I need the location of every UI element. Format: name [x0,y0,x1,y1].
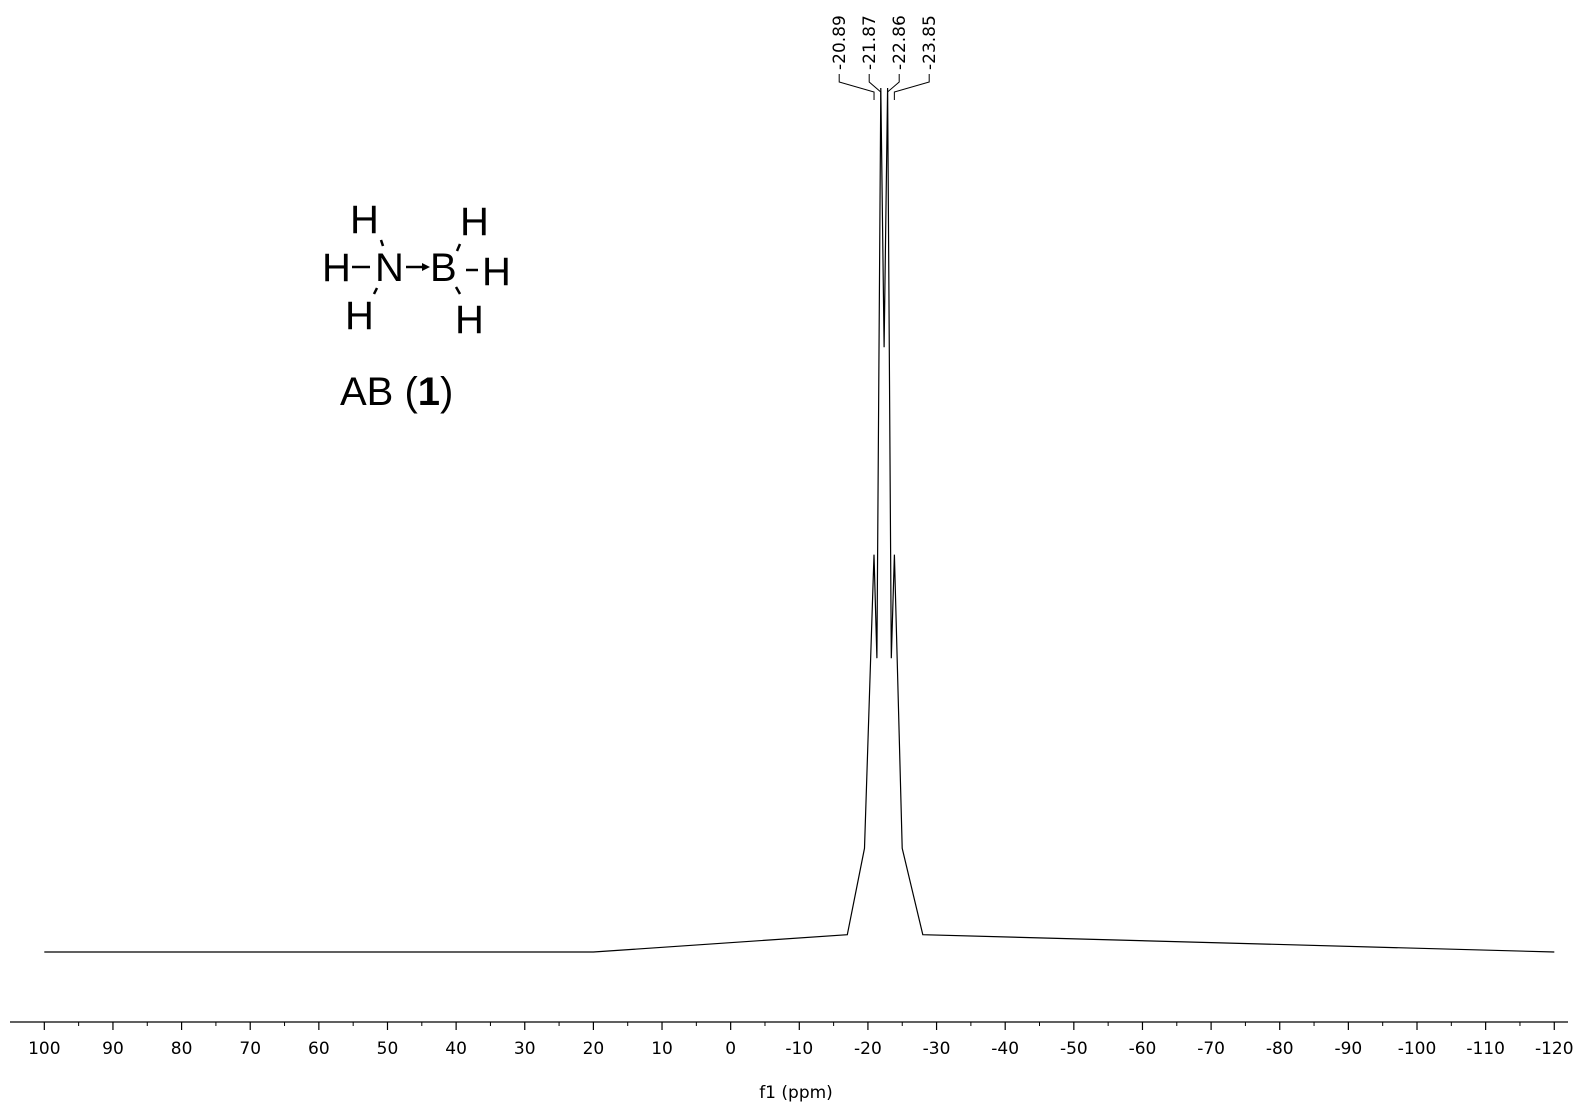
compound-number: 1 [417,370,441,414]
x-tick-label: 90 [102,1039,124,1059]
x-tick-label: -110 [1466,1039,1505,1059]
atom-h-left-n: H [322,246,351,290]
peak-leader-line [887,74,900,100]
x-tick-label: -100 [1398,1039,1437,1059]
x-tick-label: 80 [171,1039,193,1059]
x-tick-label: 40 [445,1039,467,1059]
x-tick-label: 60 [308,1039,330,1059]
peak-leader-lines [838,74,930,100]
x-tick-label: 30 [514,1039,536,1059]
x-tick-label: 50 [377,1039,399,1059]
x-tick-label: -70 [1197,1039,1225,1059]
atom-h-bottom-n: H [345,294,374,338]
peak-label: -23.85 [920,15,940,70]
x-tick-label: -40 [991,1039,1019,1059]
compound-label-prefix: AB ( [340,370,418,414]
x-tick-label: -30 [923,1039,951,1059]
peak-label: -20.89 [830,15,850,70]
ammonia-borane-structure: H H N H B H H H AB (1) [300,190,540,420]
peak-label: -22.86 [890,15,910,70]
spectrum-trace [44,87,1555,953]
x-tick-label: -60 [1129,1039,1157,1059]
peak-leader-line [893,74,930,100]
x-tick-label: -10 [785,1039,813,1059]
peak-label: -21.87 [860,15,880,70]
x-tick-label: -120 [1535,1039,1574,1059]
peak-leader-line [868,74,882,100]
atom-b: B [430,246,457,290]
compound-label-suffix: ) [440,370,454,414]
x-tick-label: 10 [651,1039,673,1059]
peak-labels: -20.89 -21.87 -22.86 -23.85 [830,15,940,70]
x-tick-label: -90 [1334,1039,1362,1059]
x-tick-label: -20 [854,1039,882,1059]
x-tick-label: 100 [28,1039,60,1059]
x-tick-label: 0 [725,1039,736,1059]
atom-h-top-b: H [460,200,489,244]
x-axis-title: f1 (ppm) [759,1083,833,1103]
peak-leader-line [838,74,875,100]
bond-lines [352,239,478,295]
x-tick-label: -50 [1060,1039,1088,1059]
atom-h-right-b: H [482,250,511,294]
compound-label: AB (1) [340,370,453,415]
atom-h-top-n: H [350,198,379,242]
x-tick-label: 20 [583,1039,605,1059]
x-tick-label: -80 [1266,1039,1294,1059]
x-tick-label: 70 [239,1039,261,1059]
atom-h-bottom-b: H [455,298,484,342]
atom-n: N [375,246,404,290]
